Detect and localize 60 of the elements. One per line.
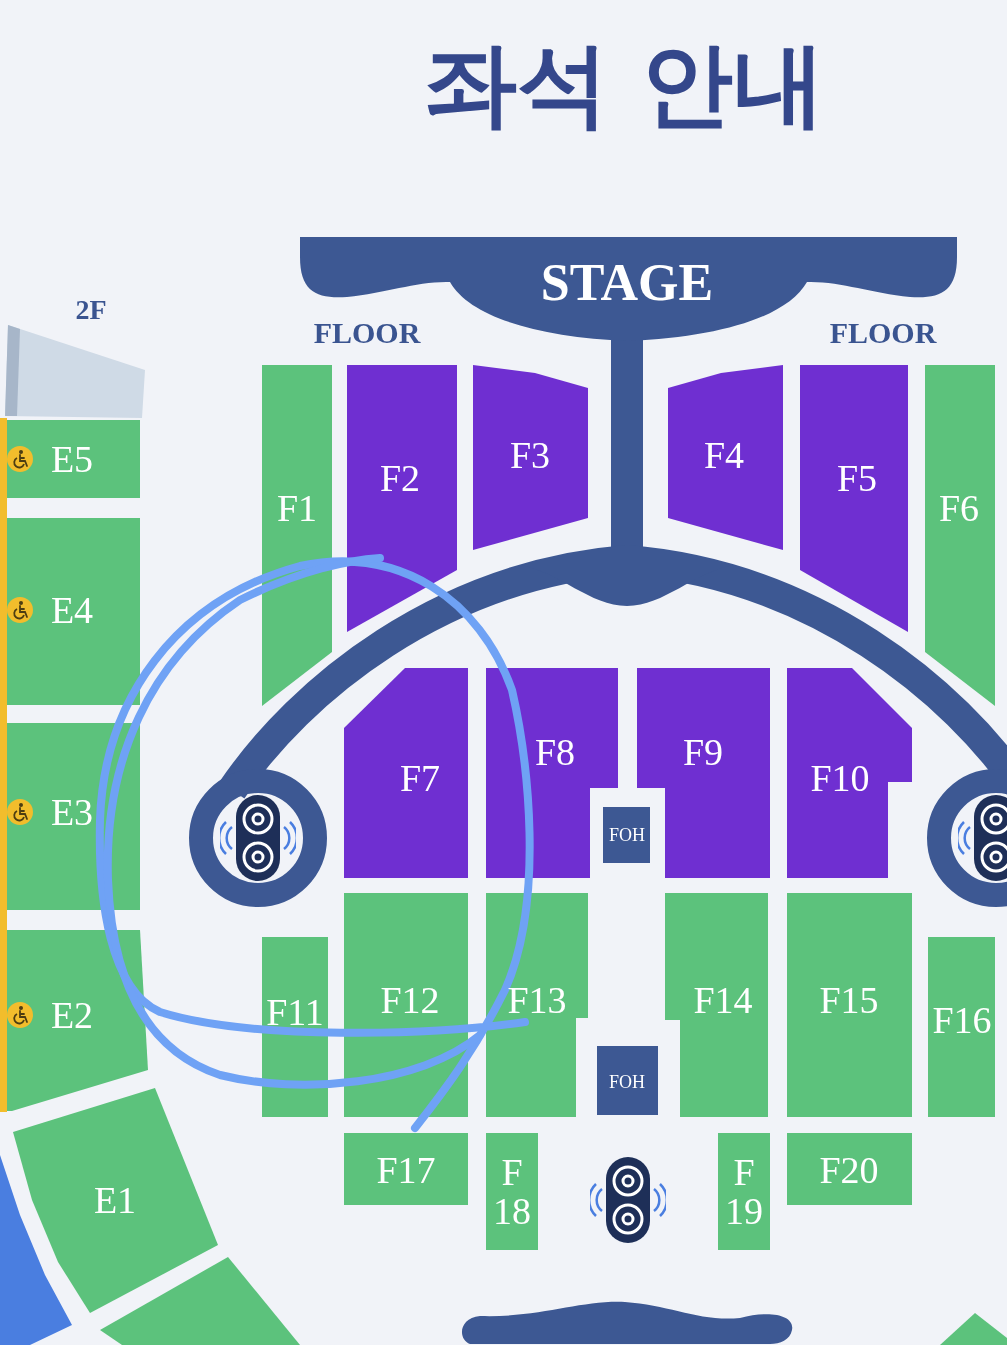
section-label: F17 — [376, 1150, 436, 1190]
seating-section — [7, 930, 148, 1111]
foh-label: FOH — [609, 1072, 645, 1092]
section-label: F10 — [810, 758, 870, 798]
stage-label: STAGE — [540, 256, 714, 310]
section-label: F1 — [276, 488, 318, 528]
page-title: 좌석 안내 — [425, 39, 825, 131]
section-label: F16 — [932, 1000, 992, 1040]
section-label: F6 — [938, 488, 980, 528]
section-label: E5 — [50, 439, 94, 479]
seating-section — [7, 518, 140, 705]
blocked-section — [5, 325, 145, 418]
seating-section — [344, 668, 468, 878]
section-label: F2 — [379, 458, 421, 498]
seating-section — [262, 937, 328, 1117]
section-label: F4 — [703, 435, 745, 475]
seating-section — [787, 893, 912, 1117]
section-label: F8 — [534, 732, 576, 772]
section-label: E4 — [50, 590, 94, 630]
seating-section — [344, 1133, 468, 1205]
section-label: E2 — [50, 995, 94, 1035]
section-label: F7 — [399, 758, 441, 798]
floor-label: FLOOR — [829, 318, 937, 348]
section-label: F12 — [380, 980, 440, 1020]
seating-section — [940, 1313, 1007, 1345]
floor-label: FLOOR — [313, 318, 421, 348]
seating-section — [665, 893, 768, 1117]
seating-section — [800, 365, 908, 632]
section-label: F11 — [266, 992, 324, 1032]
seating-section — [0, 1155, 72, 1345]
stage — [300, 237, 957, 343]
seating-section — [486, 1133, 538, 1250]
section-label: F3 — [509, 435, 551, 475]
foh-position — [597, 1046, 658, 1115]
section-label: F5 — [836, 458, 878, 498]
section-label: E1 — [93, 1180, 137, 1220]
section-label: F20 — [819, 1150, 879, 1190]
seating-section — [928, 937, 995, 1117]
seating-section — [787, 1133, 912, 1205]
seating-section — [262, 365, 332, 706]
section-label: F14 — [693, 980, 753, 1020]
seating-section — [668, 365, 783, 550]
seating-section — [344, 893, 468, 1117]
section-label: F 19 — [725, 1153, 763, 1231]
seating-section — [347, 365, 457, 632]
foh-position — [603, 807, 650, 863]
seating-section — [486, 893, 588, 1117]
seating-section — [7, 420, 140, 498]
seating-section — [100, 1257, 300, 1345]
seating-section — [473, 365, 588, 550]
foh-label: FOH — [609, 825, 645, 845]
section-label: F13 — [507, 980, 567, 1020]
section-label: F15 — [819, 980, 879, 1020]
section-label: E3 — [50, 792, 94, 832]
seating-section — [718, 1133, 770, 1250]
seating-section — [925, 365, 995, 706]
level-label: 2F — [75, 296, 107, 324]
section-label: F 18 — [493, 1153, 531, 1231]
section-label: F9 — [682, 732, 724, 772]
seating-section — [787, 668, 912, 878]
